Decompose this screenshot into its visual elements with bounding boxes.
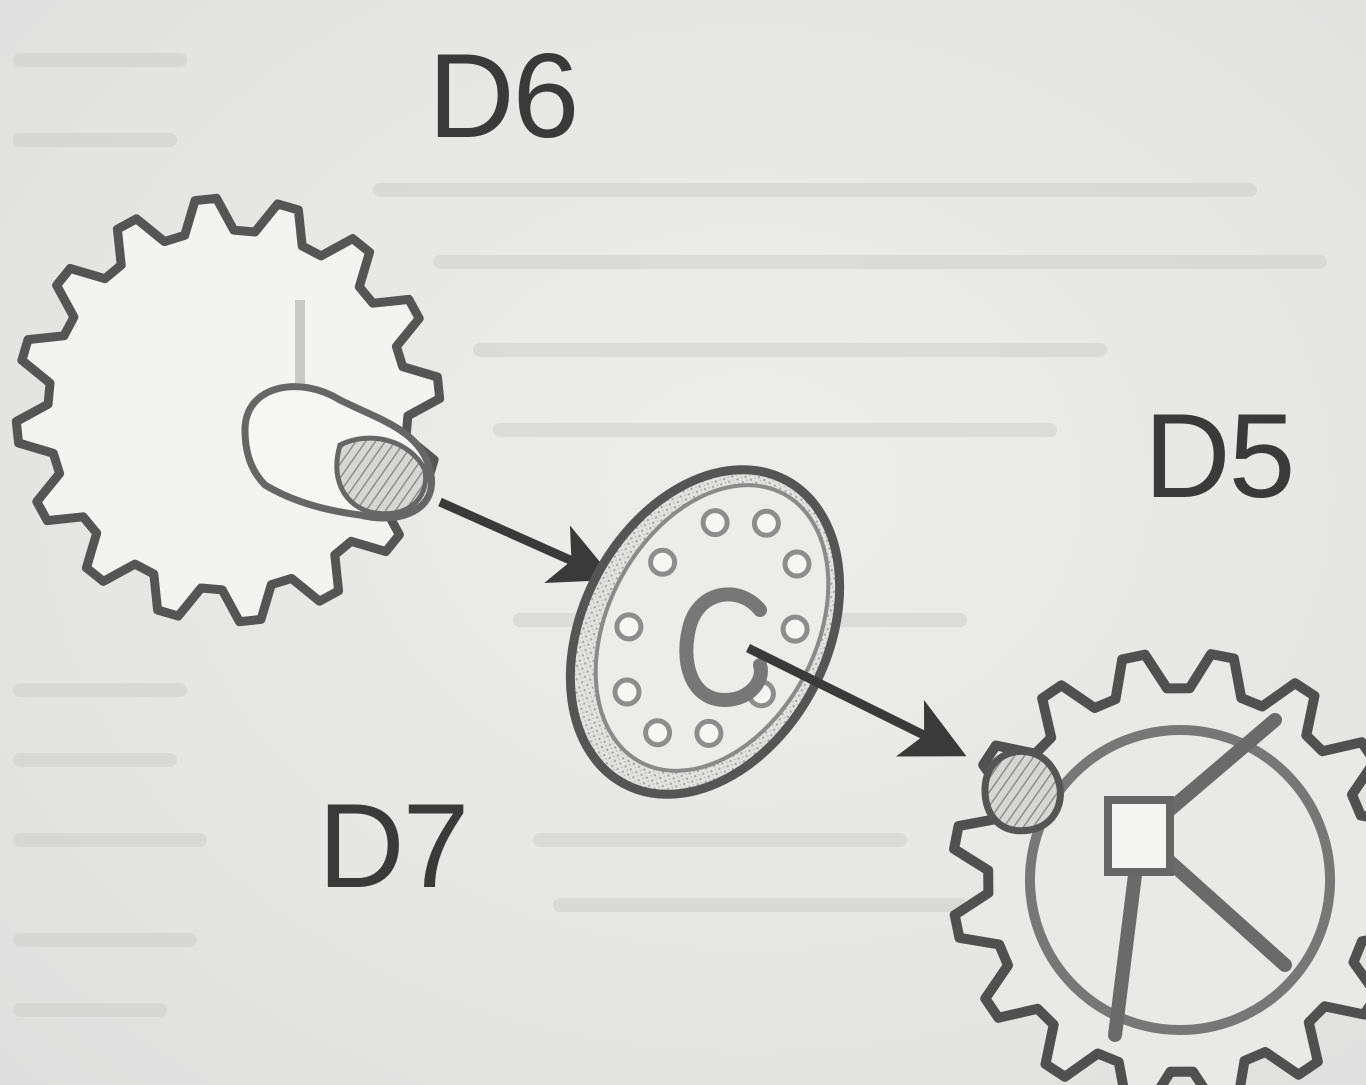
disc-hole (785, 552, 809, 576)
disc-d7 (517, 423, 894, 841)
disc-hole (651, 550, 675, 574)
arrow-d6-to-d7 (440, 502, 606, 576)
disc-hole (703, 511, 727, 535)
disc-hole (617, 615, 641, 639)
label-d7: D7 (318, 786, 467, 906)
gear-d6-outline (16, 198, 439, 621)
disc-hole (646, 721, 670, 745)
gear-d5-hub (1108, 800, 1170, 872)
disc-hole (783, 617, 807, 641)
disc-hole (754, 511, 778, 535)
disc-hole (615, 680, 639, 704)
label-d5: D5 (1144, 396, 1293, 516)
gear-d6 (16, 198, 439, 621)
label-d6: D6 (428, 36, 577, 156)
gear-d5 (954, 654, 1366, 1085)
disc-hole (697, 721, 721, 745)
gear-d5-side-knob (985, 751, 1060, 830)
